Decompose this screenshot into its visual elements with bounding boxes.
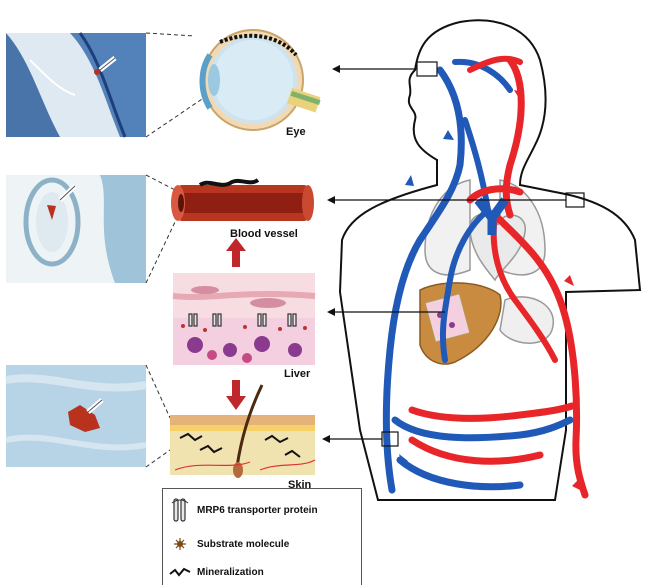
legend-text-mineralization: Mineralization	[197, 567, 264, 578]
legend-item-mineralization: Mineralization	[169, 565, 264, 579]
liver-schematic	[173, 273, 315, 365]
blood-vessel-schematic	[171, 180, 314, 221]
substrate-molecule-icon	[169, 537, 191, 551]
skin-histology-panel	[6, 365, 146, 467]
mrp6-transporter-icon	[169, 497, 191, 523]
label-blood-vessel: Blood vessel	[230, 228, 298, 240]
legend-box: MRP6 transporter protein Substrate molec…	[162, 488, 362, 585]
panel-connectors	[146, 33, 205, 467]
legend-text-substrate: Substrate molecule	[197, 539, 289, 550]
leader-arrowheads	[322, 65, 340, 443]
label-eye: Eye	[286, 126, 306, 138]
blood-vessel-histology-panel	[6, 175, 146, 283]
legend-text-mrp6: MRP6 transporter protein	[197, 505, 318, 516]
legend-item-mrp6: MRP6 transporter protein	[169, 497, 318, 523]
label-liver: Liver	[284, 368, 311, 380]
mineralization-icon	[169, 565, 191, 579]
legend-item-substrate: Substrate molecule	[169, 537, 289, 551]
eye-schematic	[203, 30, 321, 130]
eye-histology-panel	[6, 33, 146, 137]
